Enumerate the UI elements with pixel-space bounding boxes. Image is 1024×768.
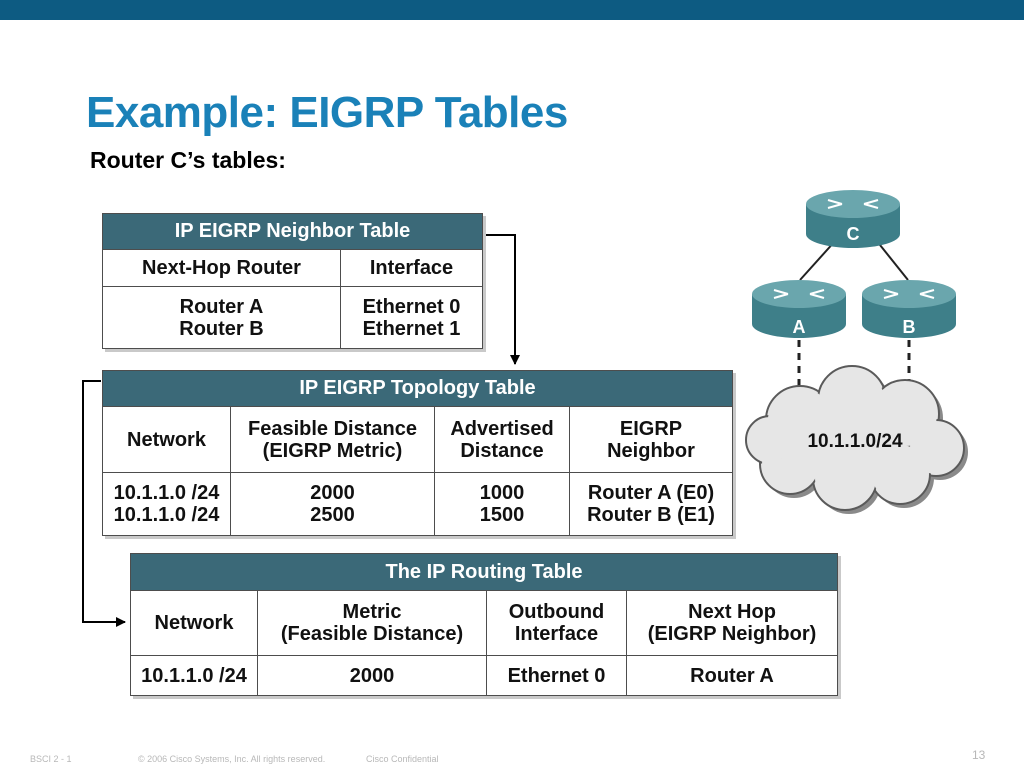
router-a-label: A: [793, 317, 806, 337]
topology-table: IP EIGRP Topology Table Network Feasible…: [101, 370, 734, 536]
topology-header-feasible-distance: Feasible Distance (EIGRP Metric): [230, 406, 435, 473]
neighbor-row-2-router: Router B: [179, 317, 264, 340]
footer-course: BSCI 2 - 1: [30, 754, 72, 764]
footer-confidential: Cisco Confidential: [366, 754, 439, 764]
router-c-label: C: [847, 224, 860, 244]
routing-header-metric: Metric (Feasible Distance): [257, 590, 487, 656]
neighbor-row-2-interface: Ethernet 1: [362, 317, 461, 340]
topology-cell-networks: 10.1.1.0 /24 10.1.1.0 /24: [102, 472, 231, 536]
topology-row-2-feasible: 2500: [310, 504, 355, 526]
routing-row-1-metric: 2000: [257, 655, 487, 696]
topology-header-advertised-distance: Advertised Distance: [434, 406, 570, 473]
page-number: 13: [972, 748, 986, 762]
routing-row-1-interface: Ethernet 0: [486, 655, 627, 696]
routing-header-outbound-interface: Outbound Interface: [486, 590, 627, 656]
neighbor-row-1-router: Router A: [179, 295, 264, 318]
topology-row-2-advertised: 1500: [479, 504, 525, 526]
topology-header-network: Network: [102, 406, 231, 473]
routing-table: The IP Routing Table Network Metric (Fea…: [129, 553, 839, 696]
topology-cell-feasible: 2000 2500: [230, 472, 435, 536]
routing-row-1-network: 10.1.1.0 /24: [130, 655, 258, 696]
topology-row-1-network: 10.1.1.0 /24: [113, 482, 220, 504]
routing-header-next-hop: Next Hop (EIGRP Neighbor): [625, 590, 839, 656]
arrow-topology-to-routing: [82, 380, 126, 627]
routing-header-network: Network: [130, 590, 258, 656]
slide-title: Example: EIGRP Tables: [86, 88, 568, 137]
network-label: 10.1.1.0/24: [807, 431, 903, 452]
footer-copyright: © 2006 Cisco Systems, Inc. All rights re…: [138, 754, 326, 764]
topology-row-2-network: 10.1.1.0 /24: [113, 504, 220, 526]
topology-row-1-advertised: 1000: [479, 482, 525, 504]
router-c-icon: [806, 190, 900, 248]
routing-row-1-next-hop: Router A: [625, 655, 839, 696]
router-a-icon: [752, 280, 846, 338]
topology-row-1-feasible: 2000: [310, 482, 355, 504]
link-c-a: [799, 239, 837, 281]
neighbor-row-1-interface: Ethernet 0: [362, 295, 461, 318]
topology-cell-neighbors: Router A (E0) Router B (E1): [568, 472, 734, 536]
link-c-b: [875, 239, 909, 281]
topology-header-eigrp-neighbor: EIGRP Neighbor: [568, 406, 734, 473]
router-b-label: B: [903, 317, 916, 337]
neighbor-cell-routers: Router A Router B: [102, 286, 341, 349]
topology-row-1-neighbor: Router A (E0): [587, 482, 715, 504]
topology-cell-advertised: 1000 1500: [434, 472, 570, 536]
router-b-icon: [862, 280, 956, 338]
network-cloud: [745, 365, 968, 514]
neighbor-header-interface: Interface: [339, 249, 484, 287]
neighbor-cell-interfaces: Ethernet 0 Ethernet 1: [339, 286, 484, 349]
topology-row-2-neighbor: Router B (E1): [587, 504, 715, 526]
slide-subtitle: Router C’s tables:: [90, 147, 286, 173]
neighbor-header-next-hop: Next-Hop Router: [102, 249, 341, 287]
topology-table-caption: IP EIGRP Topology Table: [101, 370, 734, 407]
neighbor-table: IP EIGRP Neighbor Table Next-Hop Router …: [101, 213, 484, 349]
top-bar: [0, 0, 1024, 20]
arrow-neighbor-to-topology: [483, 234, 520, 365]
routing-table-caption: The IP Routing Table: [129, 553, 839, 591]
